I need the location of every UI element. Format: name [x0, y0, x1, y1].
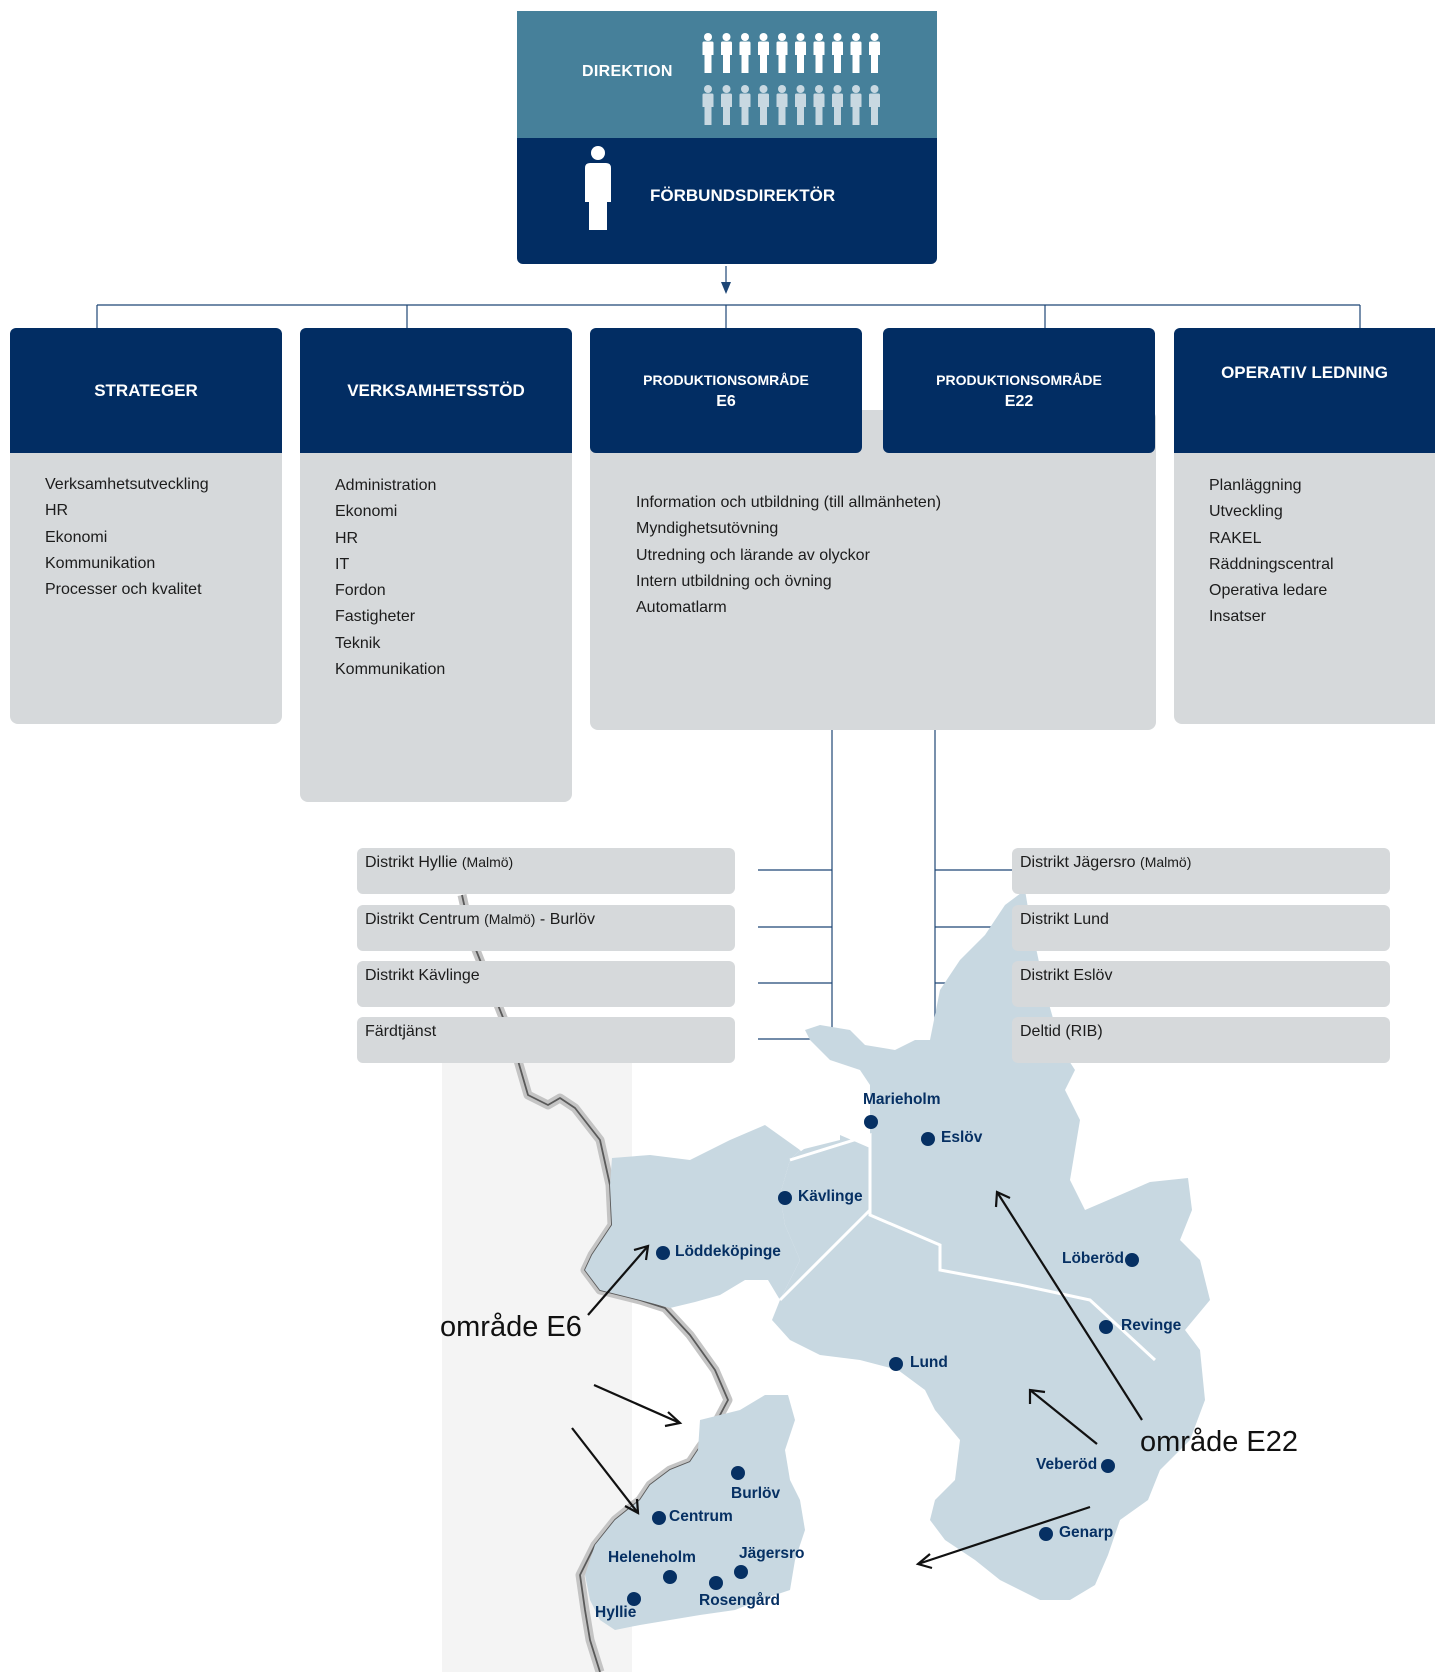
list-item: Räddningscentral [1209, 555, 1334, 573]
forbundsdirektor-label: FÖRBUNDSDIREKTÖR [650, 186, 836, 205]
column-subtitle: E22 [1004, 392, 1034, 410]
list-item: Automatlarm [636, 599, 727, 617]
produktionsomrade-e22-header: PRODUKTIONSOMRÅDE E22 [883, 328, 1155, 453]
district-hyllie: Distrikt Hyllie (Malmö) [357, 848, 735, 894]
list-item: Teknik [335, 634, 381, 652]
operativ-ledning-panel: Planläggning Utveckling RAKEL Räddningsc… [1174, 452, 1435, 724]
list-item: Administration [335, 477, 437, 494]
district-centrum: Distrikt Centrum (Malmö) - Burlöv [357, 905, 735, 951]
place-label-eslov: Eslöv [941, 1129, 983, 1146]
area-label-e22: område E22 [1140, 1426, 1298, 1458]
place-label-centrum: Centrum [669, 1508, 733, 1525]
place-label-rosengard: Rosengård [699, 1592, 780, 1609]
list-item: HR [335, 529, 359, 547]
district-borders [778, 1118, 1157, 1362]
column-title: STRATEGER [94, 380, 198, 400]
list-item: Intern utbildning och övning [636, 572, 832, 590]
list-item: HR [45, 502, 69, 520]
verksamhetsstod-panel: Administration Ekonomi HR IT Fordon Fast… [300, 452, 572, 802]
list-item: Ekonomi [335, 503, 398, 521]
place-label-genarp: Genarp [1059, 1524, 1114, 1541]
district-name: Distrikt Lund [1020, 911, 1109, 928]
district-name: Distrikt Centrum [365, 911, 485, 928]
region-malmo [585, 1395, 805, 1630]
district-name: Färdtjänst [365, 1023, 437, 1040]
place-label-loberod: Löberöd [1062, 1250, 1124, 1267]
produktion-shared-panel: Information och utbildning (till allmänh… [590, 410, 1156, 730]
list-item: Information och utbildning (till allmänh… [636, 494, 942, 511]
list-item: Insatser [1209, 608, 1266, 626]
place-label-loddekopinge: Löddeköpinge [675, 1243, 781, 1260]
list-item: Fastigheter [335, 608, 416, 626]
list-item: Processer och kvalitet [45, 581, 202, 599]
place-label-lund: Lund [910, 1354, 948, 1371]
district-fardtjanst: Färdtjänst [357, 1017, 735, 1063]
district-tail: - Burlöv [535, 911, 596, 928]
arrows [571, 1190, 1143, 1570]
column-title: PRODUKTIONSOMRÅDE [936, 371, 1102, 388]
list-item: Operativa ledare [1209, 582, 1328, 600]
district-name: Distrikt Jägersro [1020, 854, 1141, 871]
place-label-heleneholm: Heleneholm [608, 1549, 696, 1566]
district-kavlinge: Distrikt Kävlinge [357, 961, 735, 1007]
place-label-hyllie: Hyllie [595, 1604, 637, 1621]
list-item: Utredning och lärande av olyckor [636, 546, 870, 564]
district-deltid: Deltid (RIB) [1012, 1017, 1390, 1063]
operativ-ledning-items: Planläggning Utveckling RAKEL Räddningsc… [1209, 473, 1334, 631]
district-jagersro: Distrikt Jägersro (Malmö) [1012, 848, 1390, 894]
region-e22 [772, 890, 1210, 1600]
list-item: Kommunikation [335, 661, 446, 679]
list-item: Planläggning [1209, 477, 1302, 494]
column-subtitle: E6 [716, 392, 736, 410]
place-label-jagersro: Jägersro [739, 1545, 805, 1562]
list-item: Kommunikation [45, 554, 156, 572]
produktion-shared-items: Information och utbildning (till allmänh… [636, 490, 941, 621]
column-title: VERKSAMHETSSTÖD [347, 380, 525, 400]
place-label-marieholm: Marieholm [863, 1091, 941, 1108]
district-name: Distrikt Kävlinge [365, 967, 480, 984]
district-lund: Distrikt Lund [1012, 905, 1390, 951]
arrow-down-icon [721, 282, 731, 294]
list-item: Ekonomi [45, 528, 108, 546]
region-kavlinge [585, 1125, 800, 1308]
district-suffix: (Malmö) [1140, 854, 1192, 870]
column-title: PRODUKTIONSOMRÅDE [643, 371, 809, 388]
list-item: Utveckling [1209, 503, 1283, 521]
district-name: Deltid (RIB) [1020, 1023, 1103, 1040]
person-icon [585, 146, 611, 230]
direktion-box: DIREKTION [517, 11, 937, 138]
district-name: Distrikt Hyllie [365, 854, 462, 871]
strateger-header: STRATEGER [10, 328, 282, 453]
place-label-revinge: Revinge [1121, 1317, 1182, 1334]
verksamhetsstod-items: Administration Ekonomi HR IT Fordon Fast… [335, 473, 445, 683]
strateger-items: Verksamhetsutveckling HR Ekonomi Kommuni… [45, 472, 209, 603]
produktionsomrade-e6-header: PRODUKTIONSOMRÅDE E6 [590, 328, 862, 453]
district-suffix: (Malmö) [461, 854, 514, 870]
place-label-burlov: Burlöv [731, 1485, 781, 1502]
list-item: IT [335, 555, 350, 573]
operativ-ledning-header: OPERATIV LEDNING [1174, 328, 1435, 453]
list-item: Verksamhetsutveckling [45, 476, 209, 493]
strateger-panel: Verksamhetsutveckling HR Ekonomi Kommuni… [10, 452, 282, 724]
district-eslov: Distrikt Eslöv [1012, 961, 1390, 1007]
area-label-e6: område E6 [440, 1311, 582, 1343]
direktion-label: DIREKTION [582, 63, 673, 80]
verksamhetsstod-header: VERKSAMHETSSTÖD [300, 328, 572, 453]
district-suffix: (Malmö) [484, 911, 536, 927]
district-name: Distrikt Eslöv [1020, 967, 1113, 984]
place-label-veberod: Veberöd [1036, 1456, 1098, 1473]
list-item: Fordon [335, 582, 386, 600]
place-dots [627, 1115, 1139, 1606]
list-item: Myndighetsutövning [636, 520, 779, 538]
list-item: RAKEL [1209, 529, 1262, 547]
forbundsdirektor-box: FÖRBUNDSDIREKTÖR [517, 138, 937, 264]
place-label-kavlinge: Kävlinge [798, 1188, 863, 1205]
column-title: OPERATIV LEDNING [1221, 363, 1388, 382]
